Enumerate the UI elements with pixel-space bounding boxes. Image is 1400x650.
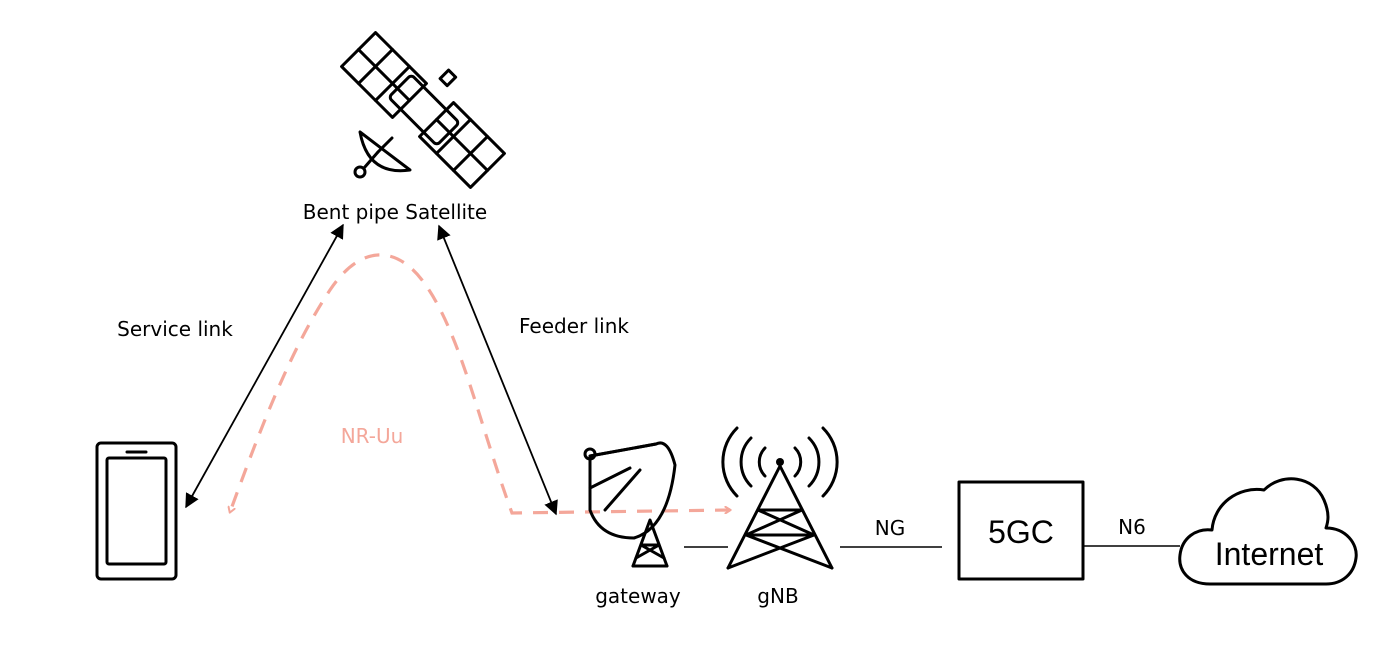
cloud-icon <box>1178 477 1358 586</box>
nr-uu-path <box>230 253 730 515</box>
satellite-icon <box>340 31 506 189</box>
service-link-arrow <box>185 223 344 509</box>
satellite-dish-icon <box>583 441 677 568</box>
service-link-label: Service link <box>117 317 233 341</box>
satellite-label: Bent pipe Satellite <box>303 200 487 224</box>
n6-label: N6 <box>1118 515 1146 539</box>
ng-label: NG <box>875 516 905 540</box>
phone-icon <box>95 441 178 581</box>
internet-label: Internet <box>1215 536 1324 572</box>
radio-tower-icon <box>721 426 839 570</box>
gateway-label: gateway <box>595 584 681 608</box>
5gc-box <box>957 480 1085 581</box>
feeder-link-arrow <box>437 224 558 516</box>
feeder-link-label: Feeder link <box>519 314 629 338</box>
nr-uu-label: NR-Uu <box>341 424 404 448</box>
5gc-label: 5GC <box>988 514 1054 550</box>
gnb-label: gNB <box>757 584 798 608</box>
